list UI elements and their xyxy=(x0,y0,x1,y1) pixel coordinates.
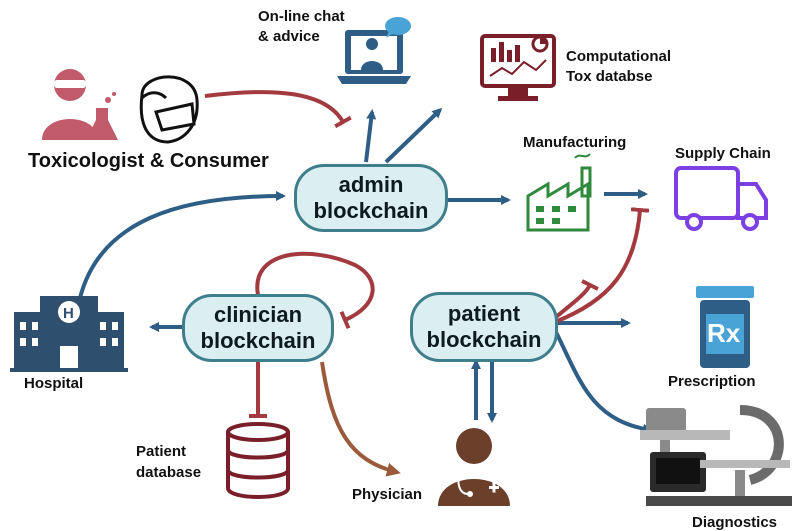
inhibit-patient-short xyxy=(553,279,599,320)
patient-database-label-line1: Patient xyxy=(136,443,187,460)
chat-label-line2: & advice xyxy=(258,28,320,45)
arrow-admin-to-tox xyxy=(384,107,443,164)
admin-blockchain-node[interactable]: admin blockchain xyxy=(294,164,448,232)
svg-text:H: H xyxy=(63,305,74,322)
patient-node-line1: patient xyxy=(447,301,521,326)
factory-icon xyxy=(526,153,592,232)
hospital-icon: H xyxy=(10,296,128,372)
inhibit-patient-to-supply xyxy=(554,207,650,324)
chat-label-line1: On-line chat xyxy=(258,8,345,25)
inhibit-toxicologist-to-admin xyxy=(204,90,352,129)
manufacturing-label: Manufacturing xyxy=(523,134,627,151)
hospital-label: Hospital xyxy=(24,375,84,392)
patient-blockchain-node[interactable]: patient blockchain xyxy=(410,292,558,362)
patient-database-label-line2: database xyxy=(136,464,202,481)
rx-symbol: Rx xyxy=(707,318,741,348)
inhibit-clinician-loop xyxy=(255,251,375,330)
diagnostics-label: Diagnostics xyxy=(692,514,778,531)
scientist-icon xyxy=(42,69,118,140)
physician-label: Physician xyxy=(352,486,423,503)
diagnostic-scanner-icon xyxy=(640,405,792,506)
prescription-label: Prescription xyxy=(668,373,756,390)
tox-label-line1: Computational xyxy=(566,48,671,65)
admin-node-line2: blockchain xyxy=(313,198,429,223)
toxicologist-label: Toxicologist & Consumer xyxy=(28,150,269,172)
clinician-blockchain-node[interactable]: clinician blockchain xyxy=(182,294,334,362)
patient-node-line2: blockchain xyxy=(426,327,542,352)
database-icon xyxy=(226,422,290,499)
physician-icon xyxy=(438,428,510,506)
tox-label-line2: Tox databse xyxy=(566,68,653,85)
clinician-node-line2: blockchain xyxy=(200,328,316,353)
truck-icon xyxy=(674,166,768,231)
prescription-bottle-icon xyxy=(696,286,754,368)
clinician-node-line1: clinician xyxy=(213,302,303,327)
arrow-hospital-to-admin xyxy=(78,191,286,299)
supply-chain-label: Supply Chain xyxy=(675,145,771,162)
arrow-admin-to-chat xyxy=(364,109,377,163)
arrow-patient-to-diagnostics xyxy=(553,329,653,434)
laptop-chat-icon xyxy=(337,17,411,84)
monitor-chart-icon xyxy=(480,34,556,101)
admin-node-line1: admin xyxy=(338,172,404,197)
arrow-clinician-to-physician xyxy=(320,361,401,477)
masked-person-icon xyxy=(139,75,199,144)
